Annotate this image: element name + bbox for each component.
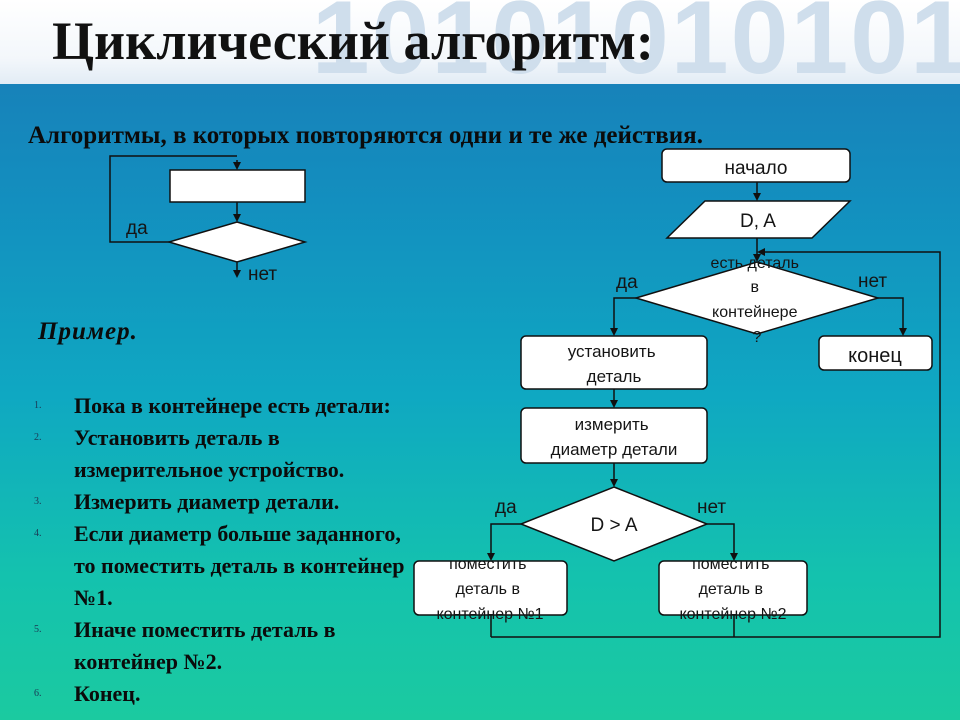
example-heading: Пример. bbox=[38, 318, 138, 345]
container1-line: поместить bbox=[449, 556, 526, 573]
compare-label: D > A bbox=[591, 515, 638, 536]
loop-condition-diamond bbox=[633, 261, 881, 335]
compare-no-label: нет bbox=[697, 497, 726, 518]
container2-line: контейнер №2 bbox=[679, 606, 786, 623]
container2-text: поместить деталь в контейнер №2 bbox=[679, 556, 786, 623]
input-label: D, A bbox=[740, 211, 776, 232]
container1-line: деталь в bbox=[456, 581, 520, 598]
loop-condition-line: контейнере bbox=[712, 304, 798, 321]
arrow-to-container2 bbox=[707, 523, 738, 561]
no-label: нет bbox=[248, 264, 277, 285]
header-band: 10101010101 bbox=[0, 0, 960, 90]
container1-text: поместить деталь в контейнер №1 bbox=[436, 556, 543, 623]
step-number: 3. bbox=[34, 496, 42, 507]
loop-back-line bbox=[109, 155, 237, 243]
end-block bbox=[818, 335, 933, 371]
arrow-to-install bbox=[610, 297, 636, 336]
compare-diamond bbox=[518, 486, 710, 562]
container2-line: деталь в bbox=[699, 581, 763, 598]
loop-no-label: нет bbox=[858, 271, 887, 292]
step-text: Установить деталь в измерительное устрой… bbox=[74, 425, 345, 482]
step-text: Если диаметр больше заданного, то помест… bbox=[74, 521, 405, 610]
loop-condition-line: есть деталь bbox=[711, 255, 799, 272]
install-line: установить bbox=[568, 342, 656, 361]
generic-loop-diagram: да нет bbox=[109, 155, 308, 285]
install-text: установить деталь bbox=[568, 342, 661, 386]
step-item: 6. Конец. bbox=[34, 678, 414, 710]
end-label: конец bbox=[848, 345, 902, 367]
input-block bbox=[665, 200, 852, 239]
step-text: Конец. bbox=[74, 681, 141, 706]
measure-line: измерить bbox=[575, 415, 649, 434]
measure-line: диаметр детали bbox=[551, 440, 678, 459]
step-item: 5. Иначе поместить деталь в контейнер №2. bbox=[34, 614, 414, 678]
binary-watermark: 10101010101 bbox=[311, 0, 960, 96]
step-item: 4. Если диаметр больше заданного, то поме… bbox=[34, 518, 414, 614]
step-number: 5. bbox=[34, 624, 42, 635]
measure-text: измерить диаметр детали bbox=[551, 415, 678, 459]
step-item: 1. Пока в контейнере есть детали: bbox=[34, 390, 414, 422]
action-block bbox=[169, 169, 306, 203]
condition-diamond bbox=[166, 221, 308, 263]
loop-condition-line: в bbox=[751, 279, 760, 296]
main-flowchart: начало D, A есть деталь в контейнере ? д… bbox=[413, 148, 941, 638]
container2-line: поместить bbox=[692, 556, 769, 573]
step-number: 6. bbox=[34, 688, 42, 699]
loop-condition-line: ? bbox=[753, 329, 762, 346]
install-line: деталь bbox=[587, 367, 642, 386]
loop-condition-text: есть деталь в контейнере ? bbox=[711, 255, 804, 346]
container1-line: контейнер №1 bbox=[436, 606, 543, 623]
definition-text: Алгоритмы, в которых повторяются одни и … bbox=[28, 122, 703, 149]
start-label: начало bbox=[725, 158, 788, 179]
loop-yes-label: да bbox=[616, 272, 638, 293]
start-block bbox=[661, 148, 851, 183]
step-text: Пока в контейнере есть детали: bbox=[74, 393, 391, 418]
arrow-to-end bbox=[878, 297, 907, 336]
step-number: 1. bbox=[34, 400, 42, 411]
step-number: 2. bbox=[34, 432, 42, 443]
loop-return-line bbox=[491, 248, 941, 638]
slide-title: Циклический алгоритм: bbox=[52, 11, 654, 71]
arrow-to-container1 bbox=[487, 523, 521, 561]
step-text: Измерить диаметр детали. bbox=[74, 489, 340, 514]
compare-yes-label: да bbox=[495, 497, 517, 518]
step-item: 2. Установить деталь в измерительное устр… bbox=[34, 422, 414, 486]
step-number: 4. bbox=[34, 528, 42, 539]
container2-block bbox=[658, 560, 808, 616]
step-item: 3. Измерить диаметр детали. bbox=[34, 486, 414, 518]
yes-label: да bbox=[126, 218, 148, 239]
step-text: Иначе поместить деталь в контейнер №2. bbox=[74, 617, 336, 674]
example-steps: 1. Пока в контейнере есть детали: 2. Устан… bbox=[34, 390, 414, 710]
